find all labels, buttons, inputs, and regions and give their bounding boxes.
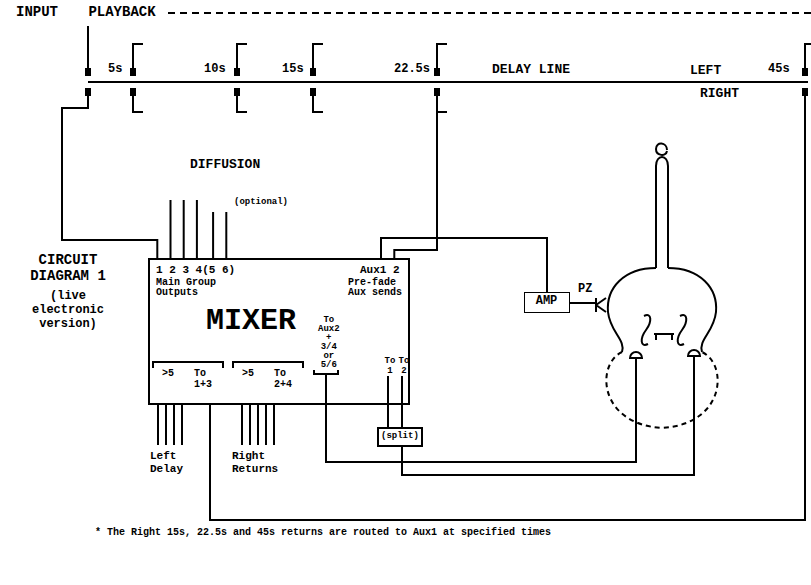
text-holder: (optional): [234, 197, 288, 207]
microphone-wire: [326, 364, 636, 462]
tap-time: 22.5s: [394, 63, 430, 77]
text-holder: CIRCUIT DIAGRAM 1: [6, 252, 130, 284]
channel-label: RIGHT: [700, 87, 739, 102]
group-route: To 2+4: [274, 368, 292, 390]
mixer-name: MIXER: [206, 306, 296, 336]
left-tap-bracket: [88, 26, 811, 68]
text-holder: >5: [162, 368, 174, 380]
microphone-symbol: [688, 350, 700, 362]
bus-label: Left Delay: [150, 450, 183, 475]
text-holder: LEFT: [690, 64, 721, 79]
text-holder: Main Group Outputs: [156, 278, 222, 298]
tap-time: 45s: [768, 63, 790, 77]
text-holder: * The Right 15s, 22.5s and 45s returns a…: [95, 527, 551, 539]
text-holder: RIGHT: [700, 87, 739, 102]
playback-line: [168, 12, 811, 14]
tap-time: 5s: [108, 63, 122, 77]
split-bracket: [378, 428, 422, 446]
route-label: To 2: [398, 356, 410, 376]
diffusion-wire: [171, 200, 227, 258]
text-holder: DELAY LINE: [492, 63, 570, 78]
cello-neck: [656, 157, 668, 268]
text-holder: To 2: [398, 356, 410, 376]
channel-label: LEFT: [690, 64, 721, 79]
signal-wire: [381, 238, 547, 292]
group-route: To 1+3: [194, 368, 212, 390]
section-heading: INPUT PLAYBACK: [16, 4, 156, 20]
route-label: To 1: [384, 356, 396, 376]
tap-time: 15s: [282, 63, 304, 77]
sensor-label: PZ: [578, 283, 592, 297]
text-holder: Left Delay: [150, 450, 183, 475]
cello-body: [606, 352, 717, 428]
text-holder: (split): [381, 431, 419, 441]
delay-line: [88, 81, 808, 83]
text-holder: >5: [242, 368, 254, 380]
bus-label: Right Returns: [232, 450, 278, 475]
output-label: Main Group Outputs: [156, 278, 222, 298]
note-label: (optional): [234, 197, 288, 207]
text-holder: DIFFUSION: [190, 158, 260, 173]
aux-note: To Aux2 + 3/4 or 5/6: [318, 316, 340, 370]
piezo-symbol: [596, 298, 606, 312]
group-count: >5: [242, 368, 254, 380]
text-holder: 15s: [282, 63, 304, 77]
f-hole: [642, 315, 687, 345]
text-holder: (live electronic version): [22, 290, 114, 331]
cello-drawing: [596, 143, 718, 428]
group-count: >5: [162, 368, 174, 380]
aux-numbers: Aux1 2: [360, 264, 400, 277]
text-holder: INPUT PLAYBACK: [16, 4, 156, 20]
section-heading: DIFFUSION: [190, 158, 260, 173]
pickup-wire: [570, 302, 596, 304]
amplifier-box: AMP: [524, 292, 570, 313]
microphone-symbol: [630, 352, 642, 364]
aux-wire: [394, 112, 437, 258]
return-wire: [158, 405, 182, 445]
text-holder: 45s: [768, 63, 790, 77]
return-wire: [242, 405, 274, 445]
text-holder: 22.5s: [394, 63, 430, 77]
mixer-box: 1 2 3 4(5 6)Main Group Outputs Aux1 2Pre-…: [148, 258, 410, 405]
input-wire: [62, 96, 157, 258]
text-holder: To Aux2 + 3/4 or 5/6: [318, 316, 340, 370]
text-holder: To 2+4: [274, 368, 292, 390]
route-wire: [388, 376, 402, 428]
cello-bridge: [654, 334, 674, 340]
amplifier-name: AMP: [536, 295, 558, 309]
cello-scroll: [656, 143, 667, 154]
text-holder: PZ: [578, 283, 592, 297]
tap-time: 10s: [204, 63, 226, 77]
aux-label: Pre-fade Aux sends: [348, 278, 406, 298]
diagram-title: CIRCUIT DIAGRAM 1: [6, 252, 130, 284]
return-wire: [210, 96, 805, 520]
cello-body: [608, 268, 716, 352]
text-holder: MIXER: [206, 306, 296, 336]
text-holder: 5s: [108, 63, 122, 77]
subtitle: (live electronic version): [22, 290, 114, 331]
text-holder: To 1: [384, 356, 396, 376]
right-tap-bracket: [133, 96, 447, 112]
text-holder: 1 2 3 4(5 6): [156, 264, 235, 277]
footnote: * The Right 15s, 22.5s and 45s returns a…: [95, 527, 551, 539]
section-heading: DELAY LINE: [492, 63, 570, 78]
output-numbers: 1 2 3 4(5 6): [156, 264, 235, 277]
split-label: (split): [381, 431, 419, 441]
text-holder: Pre-fade Aux sends: [348, 278, 406, 298]
text-holder: Right Returns: [232, 450, 278, 475]
wiring: [62, 13, 811, 520]
microphone-wire: [402, 362, 694, 475]
text-holder: 10s: [204, 63, 226, 77]
text-holder: To 1+3: [194, 368, 212, 390]
text-holder: AMP: [536, 295, 558, 309]
text-holder: Aux1 2: [360, 264, 400, 277]
